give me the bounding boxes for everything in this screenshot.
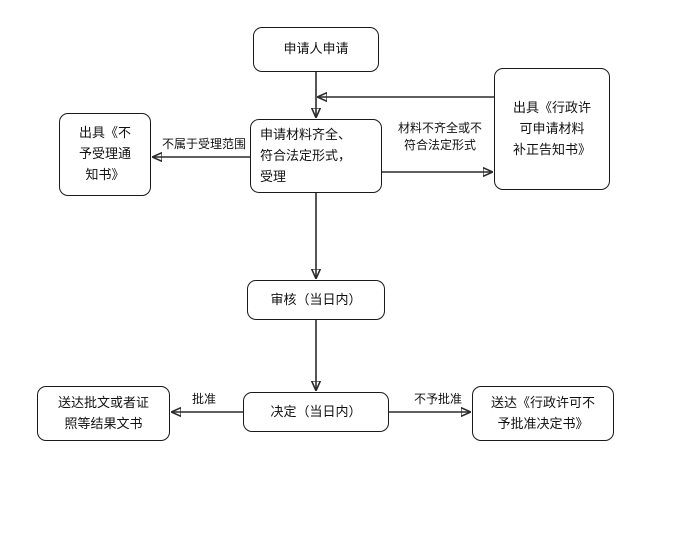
materials-complete-accept-label: 申请材料齐全、 符合法定形式， 受理 [260,127,352,185]
supplement-correction-notice-label: 出具《行政许 可申请材料 补正告知书》 [512,100,591,158]
edge-label-incomplete-materials: 材料不齐全或不 符合法定形式 [397,121,482,152]
decision-same-day[interactable]: 决定（当日内） [243,392,389,432]
non-acceptance-notice[interactable]: 出具《不 予受理通 知书》 [59,113,151,196]
review-same-day[interactable]: 审核（当日内） [247,280,385,320]
deliver-approval-documents-label: 送达批文或者证 照等结果文书 [57,395,149,432]
supplement-correction-notice[interactable]: 出具《行政许 可申请材料 补正告知书》 [494,68,610,190]
deliver-approval-documents[interactable]: 送达批文或者证 照等结果文书 [37,386,170,441]
non-acceptance-notice-label: 出具《不 予受理通 知书》 [78,126,131,183]
applicant-application[interactable]: 申请人申请 [253,27,379,72]
edge-label-not-in-scope: 不属于受理范围 [161,137,246,151]
materials-complete-accept[interactable]: 申请材料齐全、 符合法定形式， 受理 [250,119,382,193]
applicant-application-label: 申请人申请 [283,42,349,57]
deliver-denial-decision-label: 送达《行政许可不 予批准决定书》 [490,395,595,432]
edge-label-deny: 不予批准 [413,392,462,406]
deliver-denial-decision[interactable]: 送达《行政许可不 予批准决定书》 [472,386,614,441]
decision-same-day-label: 决定（当日内） [270,404,362,420]
edge-label-approve: 批准 [191,392,216,406]
review-same-day-label: 审核（当日内） [270,292,362,308]
